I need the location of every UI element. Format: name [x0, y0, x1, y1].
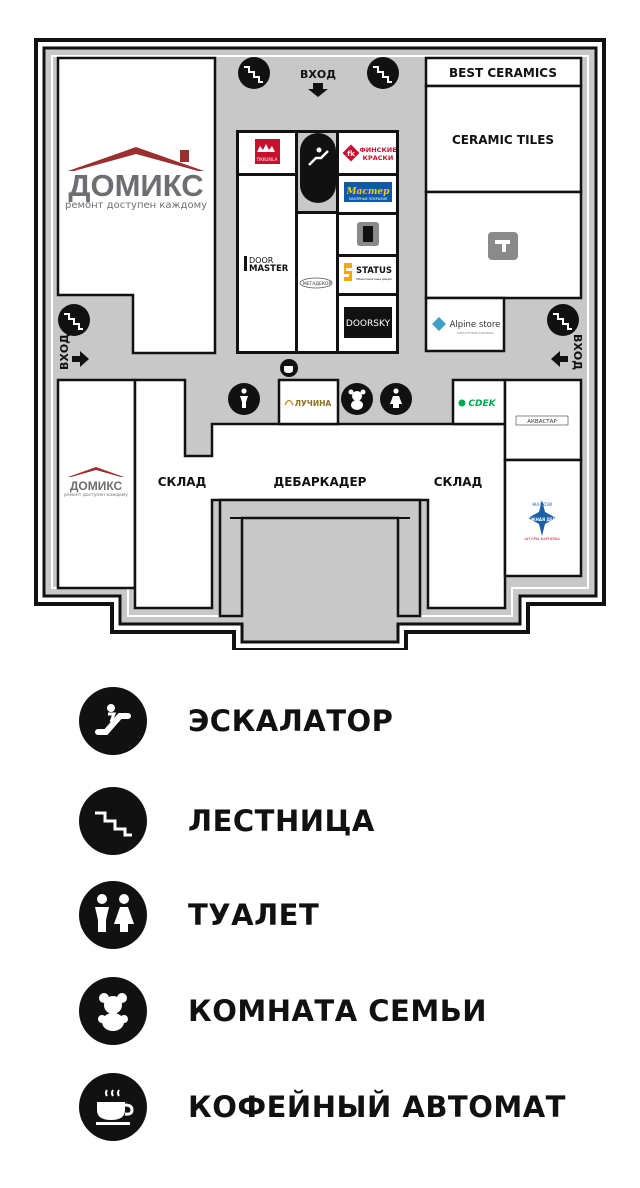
legend-item-escalator: ЭСКАЛАТОР [78, 686, 618, 766]
legend-label: ТУАЛЕТ [188, 898, 320, 932]
master-paint-logo [344, 182, 392, 202]
zone-sklad-left[interactable] [133, 378, 507, 610]
finskie-kraski-logo: fk ФИНСКИЕ КРАСКИ [342, 144, 397, 162]
door-master-line1: DOOR [249, 256, 274, 265]
store-domiks[interactable] [56, 56, 217, 355]
status-label: STATUS [356, 266, 392, 276]
megadekor-label: МЕГАДЕКОР [303, 281, 332, 287]
zone-sklad-left-label: СКЛАД [158, 475, 207, 489]
coffee-machine-icon [79, 1073, 147, 1141]
luchina-label: ЛУЧИНА [295, 399, 332, 408]
zhaluzi-bottom: ШТОРЫ КАРНИЗЫ [524, 536, 559, 541]
akvastar-label: АКВАСТАР [527, 419, 557, 425]
domiks-small-slogan: ремонт доступен каждому [64, 493, 128, 498]
faucet-icon [488, 232, 518, 260]
legend-label: ЛЕСТНИЦА [188, 804, 375, 838]
finskie-kraski-line2: КРАСКИ [363, 154, 394, 162]
megadekor-logo: МЕГАДЕКОР [299, 277, 333, 289]
zhaluzi-mid: СНЕЖНАЯ ДЕКОР [522, 517, 563, 522]
store-best-ceramics[interactable] [424, 56, 583, 88]
escalator-icon [79, 687, 147, 755]
store-megadekor[interactable] [298, 214, 336, 351]
domiks-logo: ДОМИКС ремонт доступен каждому [65, 147, 207, 211]
cdek-label: CDEK [468, 399, 496, 409]
store-door-master[interactable] [239, 176, 295, 351]
domiks-name: ДОМИКС [68, 168, 203, 203]
domiks-small-logo: ДОМИКС ремонт доступен каждому [64, 467, 128, 498]
tikkurila-label: TIKKURILA [256, 157, 278, 162]
legend-item-coffee: КОФЕЙНЫЙ АВТОМАТ [78, 1072, 618, 1152]
zhaluzi-logo: ЖАЛЮЗИ СНЕЖНАЯ ДЕКОР ШТОРЫ КАРНИЗЫ [522, 500, 563, 541]
entrance-top-arrow [308, 83, 328, 97]
door-master-line2: MASTER [249, 264, 289, 274]
best-ceramics-label: BEST CERAMICS [449, 66, 557, 80]
floor-plan-map: ВХОД ВХОД ВХОД [34, 38, 606, 650]
legend-label: КОФЕЙНЫЙ АВТОМАТ [188, 1090, 566, 1124]
entrance-left-arrow [72, 351, 89, 367]
store-akvastar[interactable] [503, 378, 583, 462]
toilet-icon [380, 383, 412, 415]
alpine-store-logo: Alpine store ЭЛЕГАНТНЫЕ КАРНИЗЫ [432, 317, 500, 335]
doorsky-logo [344, 307, 392, 338]
toilet-icon [228, 383, 260, 415]
zhaluzi-top: ЖАЛЮЗИ [532, 502, 552, 507]
store-ceramic-tiles[interactable] [424, 84, 583, 194]
entrance-right-arrow [551, 351, 568, 367]
svg-text:fk: fk [347, 150, 355, 158]
family-room-icon [79, 977, 147, 1045]
luchina-logo: ЛУЧИНА [284, 399, 332, 408]
legend-item-toilet: ТУАЛЕТ [78, 880, 618, 960]
alpine-store-sub: ЭЛЕГАНТНЫЕ КАРНИЗЫ [456, 331, 493, 335]
akvastar-logo [515, 415, 569, 426]
legend-item-family-room: КОМНАТА СЕМЬИ [78, 976, 618, 1056]
legend-item-stairs: ЛЕСТНИЦА [78, 786, 618, 866]
coffee-machine-icon [280, 359, 298, 377]
zone-debarkader-label: ДЕБАРКАДЕР [274, 475, 367, 489]
door-master-bar [244, 256, 247, 271]
ceramic-tiles-label: CERAMIC TILES [452, 133, 554, 147]
escalator-icon [300, 133, 336, 203]
master-paint-sub: МАЛЯРНЫЕ ПОКРЫТИЯ [349, 197, 387, 201]
entrance-top-label: ВХОД [300, 68, 336, 81]
legend-label: КОМНАТА СЕМЬИ [188, 994, 488, 1028]
domiks-slogan: ремонт доступен каждому [65, 200, 207, 211]
legend-label: ЭСКАЛАТОР [188, 704, 394, 738]
stairs-icon [79, 787, 147, 855]
stairs-icon [238, 57, 270, 89]
stairs-icon [58, 304, 90, 336]
zone-sklad-right-label: СКЛАД [434, 475, 483, 489]
finskie-kraski-line1: ФИНСКИЕ [359, 146, 396, 154]
domiks-small-name: ДОМИКС [70, 479, 123, 493]
status-logo: STATUS Межкомнатные двери [344, 263, 392, 281]
entrance-right-label: ВХОД [571, 334, 584, 370]
store-luchina[interactable] [277, 378, 340, 426]
doorsky-label: DOORSKY [346, 319, 391, 329]
stairs-icon [547, 304, 579, 336]
entrance-left-label: ВХОД [58, 334, 71, 370]
toilet-icon [79, 881, 147, 949]
family-room-icon [341, 383, 373, 415]
stairs-icon [367, 57, 399, 89]
status-sub: Межкомнатные двери [356, 277, 391, 281]
cdek-logo: CDEK [458, 399, 497, 409]
alpine-store-label: Alpine store [450, 320, 501, 330]
door-icon [357, 222, 379, 246]
master-paint-label: Мастер [346, 187, 391, 197]
